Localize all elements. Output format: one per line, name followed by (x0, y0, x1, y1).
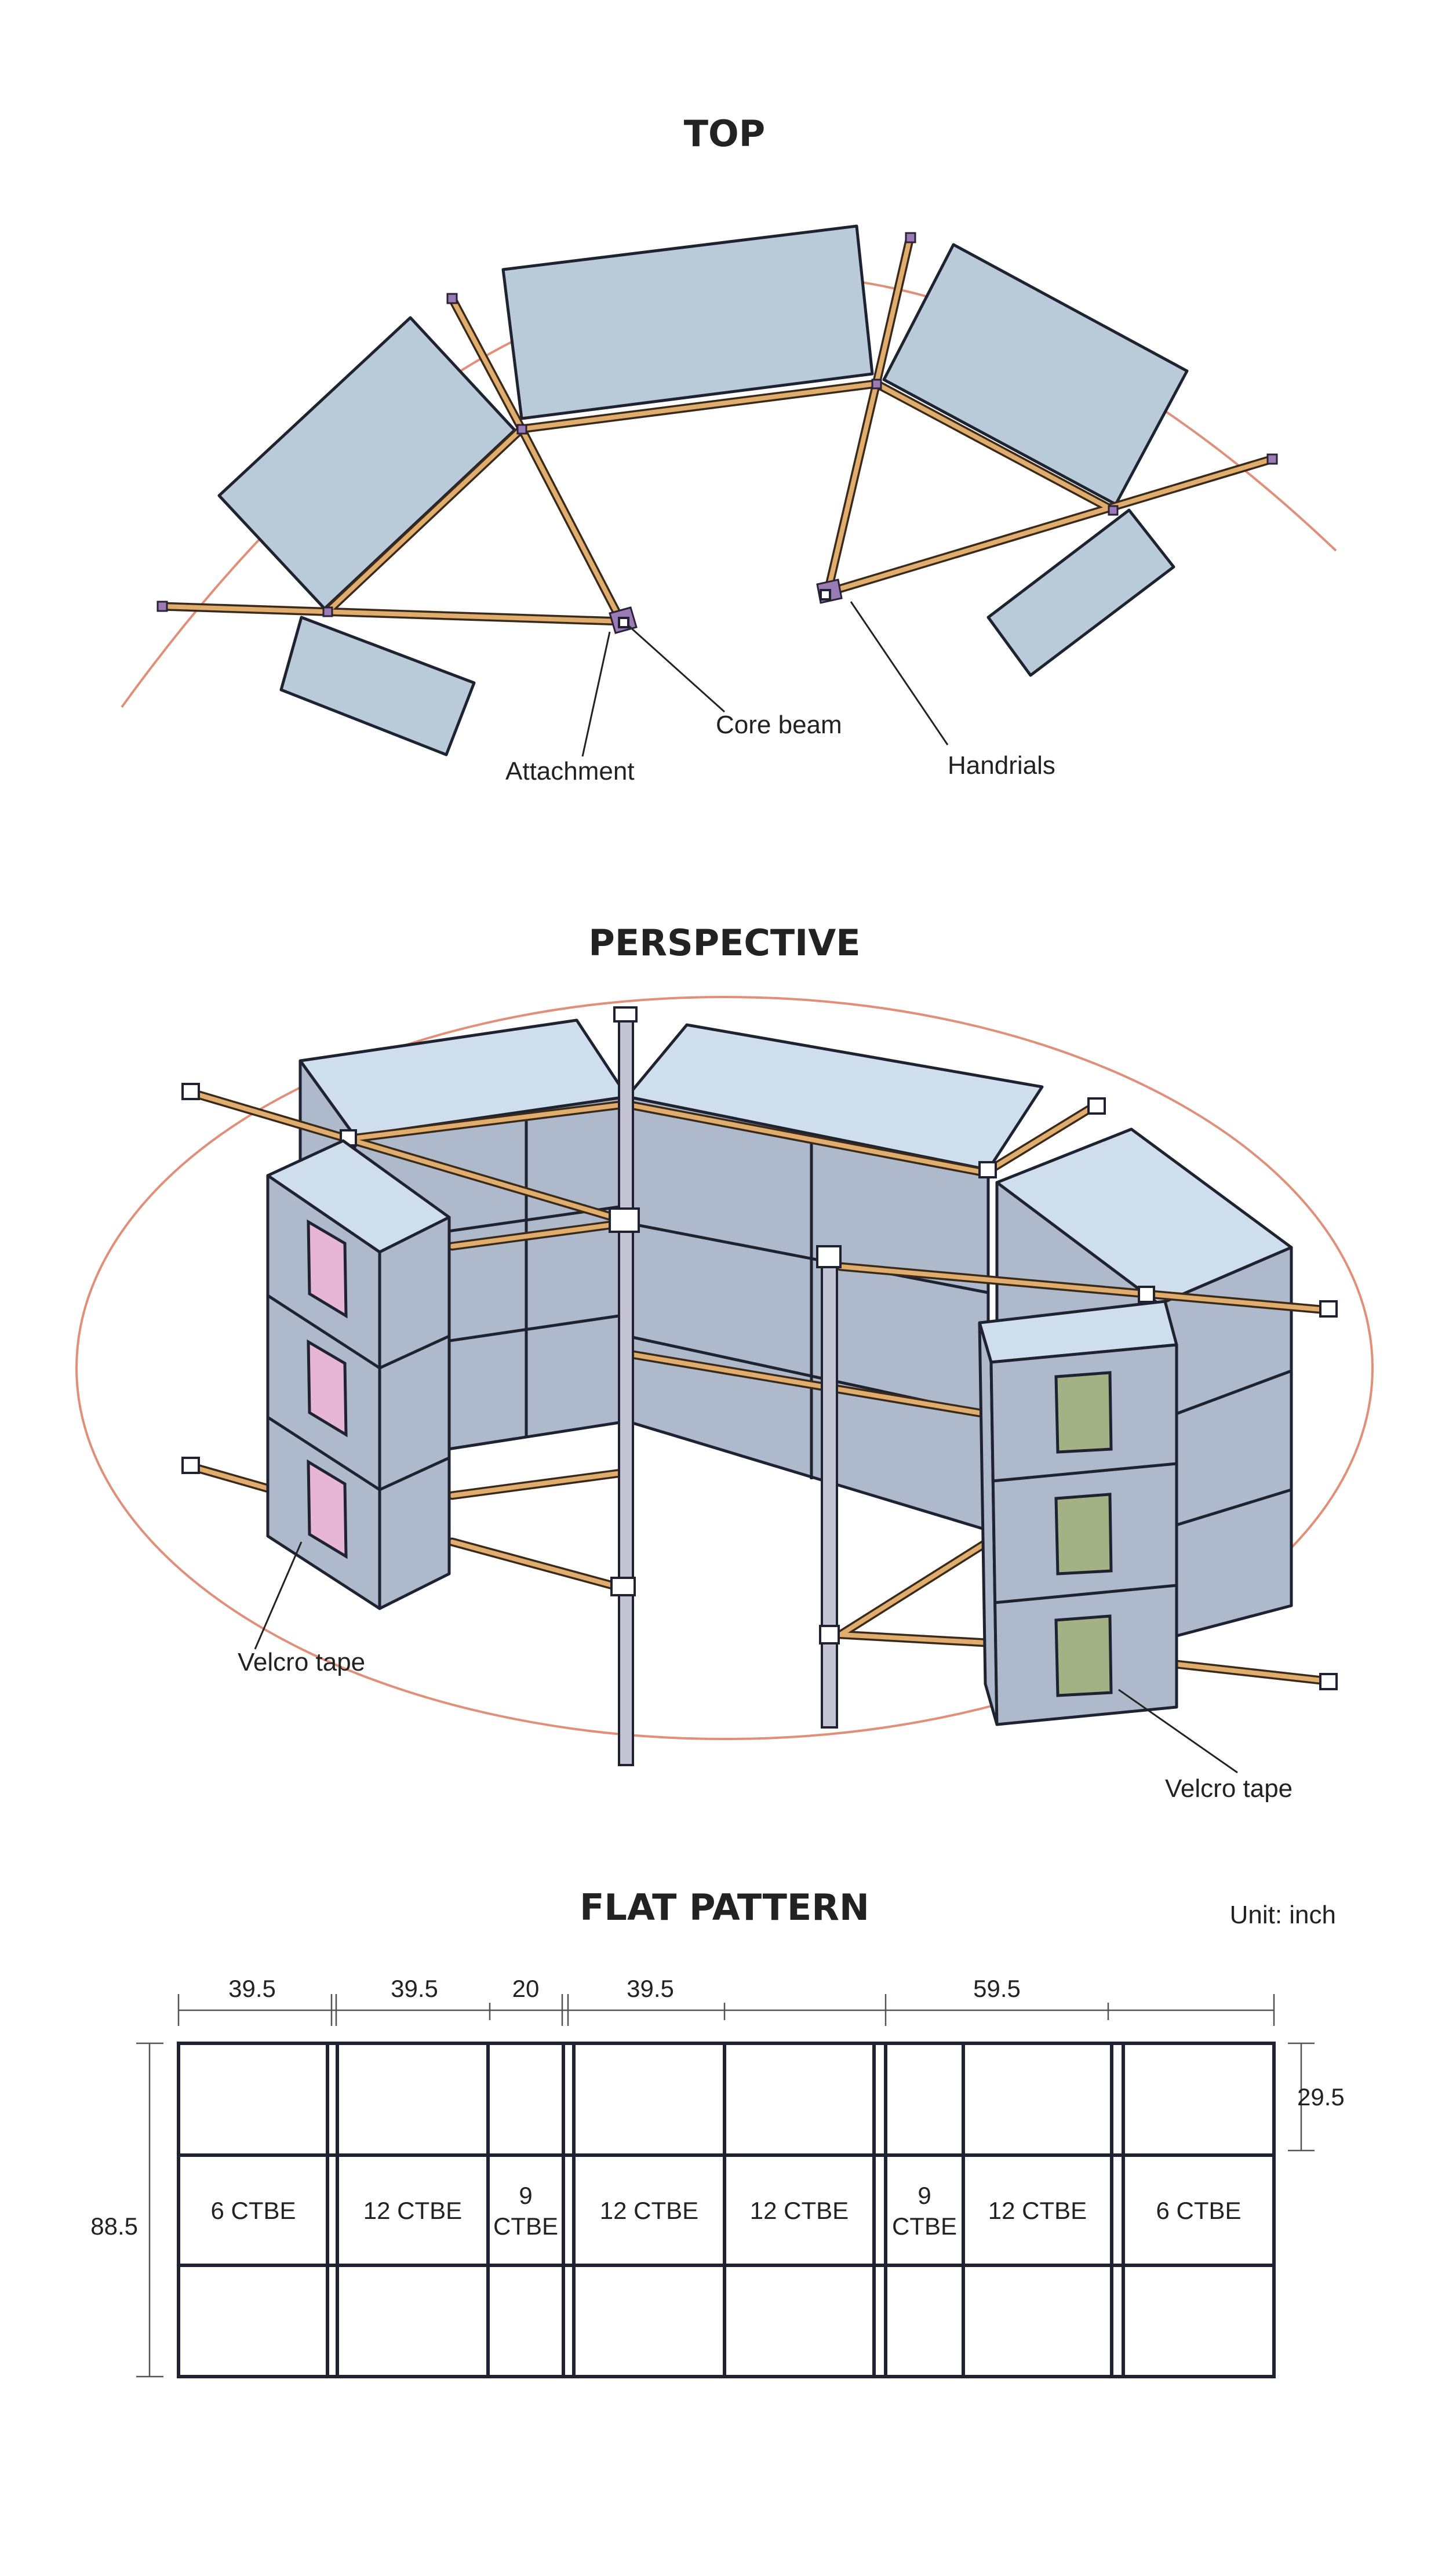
label-attachment: Attachment (505, 757, 635, 785)
rail-end-caps (181, 1083, 1338, 1690)
top-leader-attachment (581, 631, 611, 757)
width-label-1: 39.5 (228, 1975, 276, 2002)
width-label-3: 20 (512, 1975, 540, 2002)
perspective-handrails (187, 1088, 1332, 1686)
back-wall-center (625, 1023, 1044, 1532)
velcro-patch-green-2 (1054, 1493, 1113, 1576)
perspective-orbit-ellipse (75, 996, 1374, 1740)
cell-label-6b: CTBE (892, 2213, 957, 2240)
top-view: TOP (121, 112, 1337, 785)
top-module-upper-left (217, 316, 516, 610)
row-height-label: 29.5 (1297, 2083, 1345, 2111)
panel-grid (177, 2042, 1276, 2378)
velcro-patch-pink-1 (307, 1219, 348, 1319)
flat-title: FLAT PATTERN (580, 1886, 869, 1929)
cell-label-7: 12 CTBE (988, 2197, 1087, 2224)
panel-cell-labels: 6 CTBE 12 CTBE 9 CTBE 12 CTBE 12 CTBE 9 … (210, 2182, 1241, 2240)
leader-velcro-right (1118, 1689, 1238, 1774)
top-module-lower-right (986, 508, 1175, 677)
core-beam-left (609, 1006, 640, 1766)
perspective-view: PERSPECTIVE (75, 922, 1374, 1803)
cell-label-8: 6 CTBE (1156, 2197, 1241, 2224)
cell-label-4: 12 CTBE (600, 2197, 698, 2224)
top-title: TOP (684, 112, 765, 155)
label-velcro-right: Velcro tape (1165, 1774, 1293, 1803)
height-total-label: 88.5 (90, 2213, 138, 2240)
unit-label: Unit: inch (1230, 1901, 1336, 1929)
stack-module-right (978, 1300, 1178, 1726)
width-label-2: 39.5 (391, 1975, 438, 2002)
top-leader-core-beam (628, 625, 726, 713)
top-module-upper-center (501, 224, 874, 420)
cell-label-3b: CTBE (493, 2213, 558, 2240)
width-label-4: 39.5 (627, 1975, 674, 2002)
row-dimension: 29.5 (1288, 2042, 1345, 2152)
top-module-lower-left (279, 616, 476, 756)
label-handrails: Handrials (948, 751, 1055, 780)
top-leader-handrails (850, 601, 949, 745)
cell-label-1: 6 CTBE (210, 2197, 296, 2224)
velcro-patch-pink-3 (307, 1459, 348, 1559)
perspective-title: PERSPECTIVE (588, 922, 860, 964)
width-label-5: 59.5 (973, 1975, 1021, 2002)
cell-label-5: 12 CTBE (750, 2197, 849, 2224)
core-beam-right (816, 1245, 842, 1729)
top-joints (156, 232, 1278, 617)
velcro-patch-green-3 (1054, 1614, 1113, 1697)
velcro-patch-pink-2 (307, 1339, 348, 1438)
stack-module-left (266, 1139, 451, 1610)
velcro-patch-green-1 (1054, 1371, 1113, 1454)
width-dimensions: 39.5 39.5 20 39.5 59.5 (177, 1975, 1275, 2026)
cell-label-3a: 9 (519, 2182, 532, 2209)
top-handrails (158, 233, 1277, 626)
cell-label-6a: 9 (918, 2182, 931, 2209)
cell-label-2: 12 CTBE (363, 2197, 462, 2224)
label-velcro-left: Velcro tape (238, 1648, 365, 1676)
flat-pattern: FLAT PATTERN Unit: inch 39.5 39.5 20 39.… (90, 1886, 1345, 2378)
top-core-brackets (609, 578, 843, 634)
label-core-beam: Core beam (716, 711, 842, 739)
height-dimension: 88.5 (90, 2042, 163, 2378)
leader-velcro-left (254, 1541, 303, 1650)
